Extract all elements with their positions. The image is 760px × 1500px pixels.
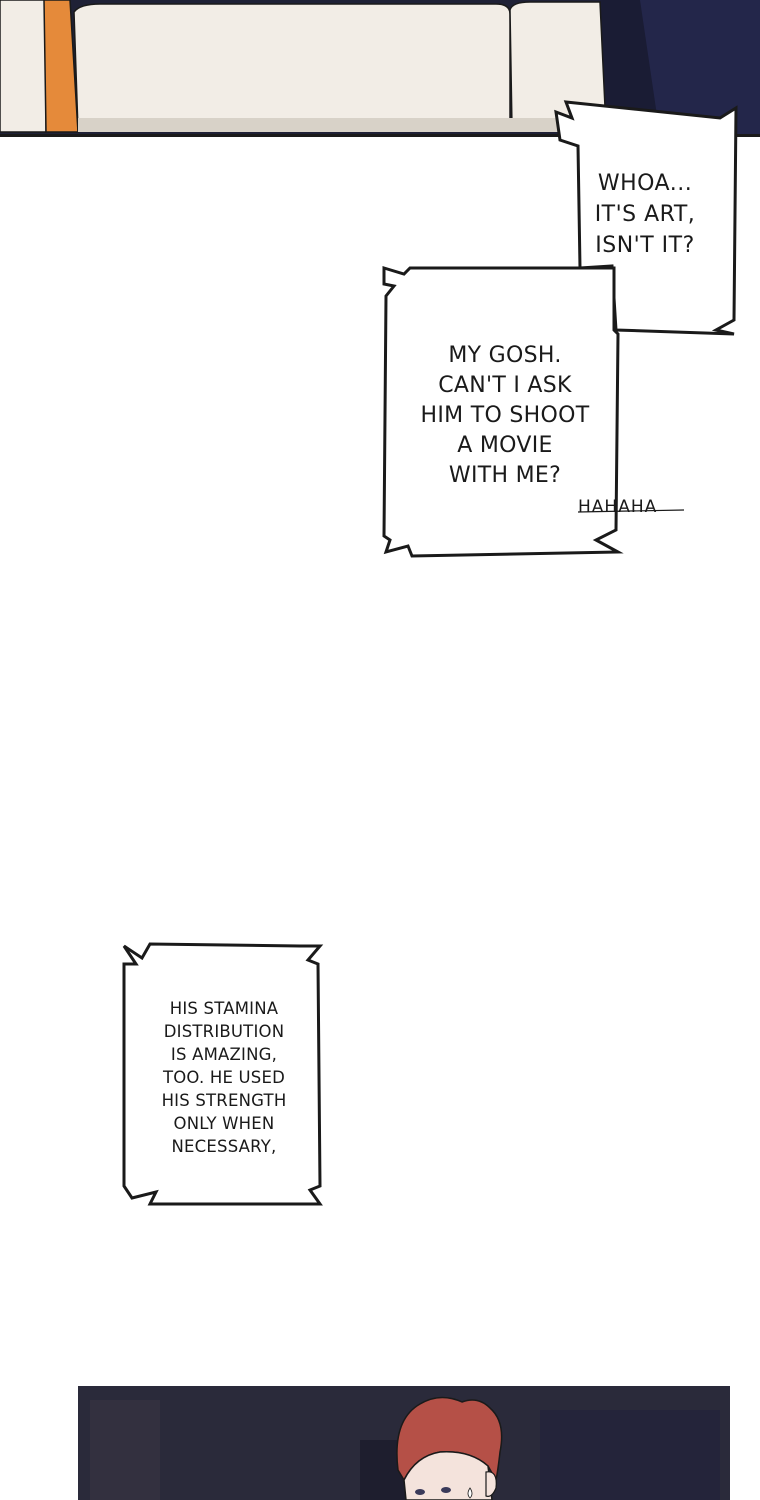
- character-eye-left: [415, 1489, 425, 1495]
- bubble-2-text: MY GOSH. CAN'T I ASK HIM TO SHOOT A MOVI…: [420, 343, 590, 488]
- room-shelf: [540, 1410, 720, 1500]
- navy-figure-fold: [600, 0, 660, 136]
- bubble-1-shape: [554, 100, 738, 336]
- character-hair: [396, 1396, 503, 1483]
- room-door: [360, 1440, 420, 1500]
- sweat-drop: [467, 1487, 473, 1499]
- room-window: [90, 1400, 160, 1500]
- top-panel: [0, 0, 760, 137]
- couch-cushion-right: [509, 1, 607, 129]
- character-eye-right: [441, 1487, 451, 1493]
- bottom-panel-frame: [78, 1386, 730, 1500]
- bubble-3-shape: [122, 942, 324, 1206]
- sfx-laugh-text: HAHAHA: [578, 497, 658, 517]
- bubble-2-shape: [382, 265, 624, 558]
- couch-shadow: [78, 118, 606, 132]
- bubble-3-text: HIS STAMINA DISTRIBUTION IS AMAZING, TOO…: [161, 999, 287, 1156]
- bubble-1-text: WHOA... IT'S ART, ISN'T IT?: [594, 171, 696, 258]
- character-face: [403, 1451, 493, 1500]
- bubbles-layer: [122, 100, 738, 1206]
- sfx-strike: [577, 509, 685, 513]
- panel-border-line: [0, 134, 760, 137]
- character-ear: [485, 1471, 497, 1497]
